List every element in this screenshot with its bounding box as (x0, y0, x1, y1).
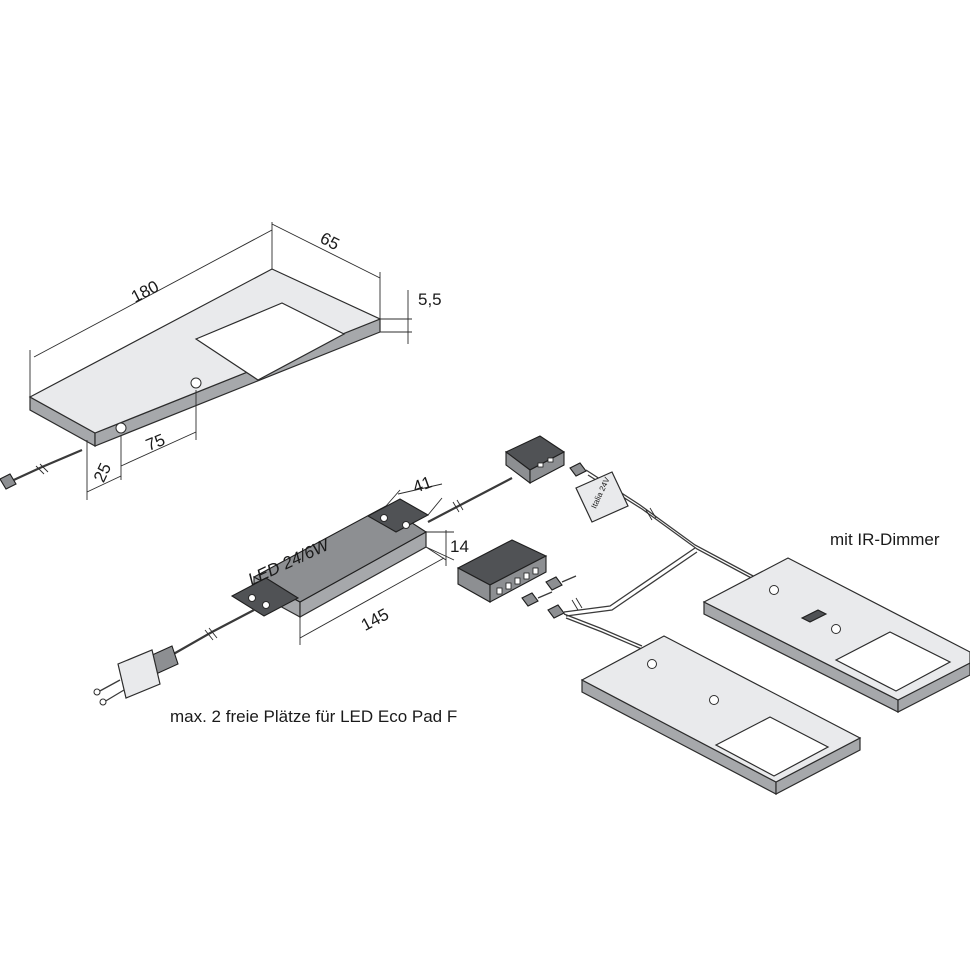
main-panel-cable (0, 448, 83, 490)
eco-pad-note: max. 2 freie Plätze für LED Eco Pad F (170, 707, 457, 726)
driver-dimensions (299, 483, 455, 645)
junction-box-small (504, 435, 566, 485)
dim-length-180: 180 (128, 277, 162, 307)
main-panel-screw-hole (190, 377, 202, 389)
eco-pad-panel (580, 635, 862, 795)
led-driver (230, 498, 430, 619)
ir-panel-light-window (834, 631, 952, 692)
dim-offset-75: 75 (143, 430, 168, 455)
ir-sensor-icon (800, 609, 828, 623)
ir-dimmer-label: mit IR-Dimmer (830, 530, 940, 549)
cable-tag: Italia 24V (575, 471, 629, 523)
dim-driver-145: 145 (358, 605, 392, 635)
plug-connectors (521, 462, 587, 619)
output-cable (427, 477, 513, 523)
dim-offset-25: 25 (90, 460, 115, 485)
main-panel-light-window (194, 302, 346, 381)
dim-height-5-5: 5,5 (418, 290, 442, 309)
ir-dimmer-panel (702, 557, 970, 713)
power-cable (93, 609, 255, 706)
dim-driver-41: 41 (410, 473, 434, 497)
main-led-panel (28, 268, 382, 448)
eco-panel-light-window (714, 716, 830, 777)
main-panel-dimensions (29, 222, 412, 500)
distributor-block (456, 539, 548, 603)
dim-driver-14: 14 (450, 537, 469, 556)
main-panel-sensor-hole (115, 422, 127, 434)
dim-width-65: 65 (317, 229, 342, 255)
